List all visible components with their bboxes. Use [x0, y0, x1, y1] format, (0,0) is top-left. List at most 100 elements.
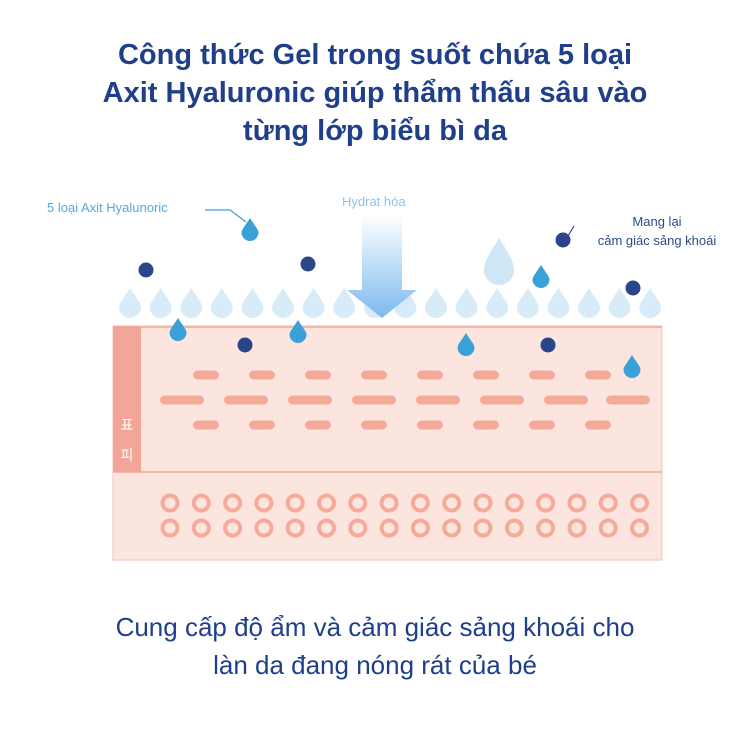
surface-drop-icon [333, 288, 356, 318]
freshness-dot [300, 256, 316, 272]
fresh-label-line-1: Mang lại [632, 214, 682, 229]
dermis-cell [348, 518, 368, 538]
fresh-leader-line [567, 225, 575, 237]
skin-cell-dash [305, 370, 331, 380]
hyaluronic-label: 5 loại Axit Hyalunoric [47, 200, 168, 215]
fresh-label-line-2: cảm giác sảng khoái [597, 233, 717, 248]
dermis-cell [630, 493, 649, 513]
dermis-cell [317, 518, 336, 538]
freshness-dot [555, 232, 571, 248]
water-drop-icon [289, 320, 307, 343]
surface-drop-icon [302, 288, 325, 318]
surface-drop-icon [210, 288, 233, 318]
water-drop-icon [457, 333, 475, 356]
dermis-cell [536, 493, 556, 513]
surface-gel-drops [119, 288, 662, 318]
headline: Công thức Gel trong suốt chứa 5 loại Axi… [0, 36, 750, 150]
dermis-cell [223, 518, 243, 538]
fresh-label: Mang lại cảm giác sảng khoái [572, 212, 742, 250]
skin-cell-dash [193, 370, 219, 380]
surface-drop-icon [578, 288, 600, 318]
large-gel-drop-icon [484, 238, 514, 285]
dermis-cell [254, 493, 274, 513]
layer-glyph-2: 피 [121, 448, 134, 464]
dermis-cell [379, 493, 399, 513]
epidermis-side-bar [113, 326, 141, 472]
surface-drop-icon [547, 288, 570, 318]
dermis-cell [536, 518, 556, 538]
surface-drop-icon [241, 288, 264, 318]
hyaluronic-leader-line [205, 209, 247, 223]
surface-drop-icon [516, 288, 539, 318]
dermis-cell [160, 518, 180, 538]
dermis-cell [567, 493, 587, 513]
dermis-cell [442, 493, 462, 513]
dermis-cell [379, 518, 399, 538]
surface-drop-icon [272, 288, 294, 318]
skin-cell-dash [249, 370, 275, 380]
dermis-cell [191, 493, 211, 513]
skin-cell-dash [480, 395, 524, 405]
hydration-label: Hydrat hóa [342, 194, 406, 209]
headline-line-1: Công thức Gel trong suốt chứa 5 loại [117, 39, 633, 71]
skin-cell-dash [361, 420, 387, 430]
dermis-cell [348, 493, 368, 513]
skin-lower-layer [112, 471, 663, 561]
surface-drop-icon [394, 288, 417, 318]
freshness-dot [237, 337, 253, 353]
skin-cell-dashes [160, 370, 650, 430]
surface-drop-icon [486, 288, 509, 318]
skin-cell-dash [473, 420, 499, 430]
hydration-arrow-icon [347, 214, 417, 318]
water-drop-icon [241, 218, 259, 241]
dermis-cell [598, 518, 618, 538]
dermis-cell [442, 518, 462, 538]
skin-cell-dash [224, 395, 268, 405]
dermis-cell [473, 518, 493, 538]
dermis-cell [285, 493, 305, 513]
skin-cell-dash [416, 395, 460, 405]
skin-cell-dash [417, 420, 443, 430]
surface-drop-icon [608, 288, 631, 318]
dermis-cell [473, 493, 493, 513]
dermis-cell [630, 518, 649, 538]
dermis-cell [598, 493, 618, 513]
skin-cell-dash [160, 395, 204, 405]
skin-cell-dash [417, 370, 443, 380]
skin-cell-dash [585, 420, 611, 430]
skin-cell-dash [305, 420, 331, 430]
skin-cell-dash [529, 420, 555, 430]
dermis-cell [254, 518, 274, 538]
dermis-cell [223, 493, 243, 513]
skin-cell-dash [606, 395, 650, 405]
headline-line-2: Axit Hyaluronic giúp thẩm thấu sâu vào [102, 77, 648, 109]
skin-cell-dash [585, 370, 611, 380]
footer-line-1: Cung cấp độ ẩm và cảm giác sảng khoái ch… [115, 612, 635, 642]
water-drop-icon [169, 318, 187, 342]
dermis-cell [504, 518, 524, 538]
headline-line-3: từng lớp biểu bì da [243, 115, 507, 147]
dermis-cell [160, 493, 180, 513]
surface-drop-icon [639, 288, 662, 318]
skin-cell-dash [249, 420, 275, 430]
dermis-cell [285, 518, 305, 538]
skin-cell-dash [361, 370, 387, 380]
skin-cell-dash [288, 395, 332, 405]
surface-drop-icon [149, 288, 172, 318]
dermis-cell [410, 493, 430, 513]
dermis-cells [160, 493, 649, 538]
surface-drop-icon [455, 288, 478, 318]
dermis-cell [317, 493, 336, 513]
dermis-cell [567, 518, 587, 538]
freshness-dots [138, 232, 641, 353]
freshness-dot [138, 262, 154, 278]
skin-cell-dash [473, 370, 499, 380]
water-drop-icon [623, 355, 641, 378]
dermis-cell [410, 518, 430, 538]
water-drop-icon [532, 265, 550, 288]
skin-cell-dash [193, 420, 219, 430]
dermis-cell [504, 493, 524, 513]
layer-glyph-1: 표 [121, 418, 134, 434]
skin-cell-dash [544, 395, 588, 405]
